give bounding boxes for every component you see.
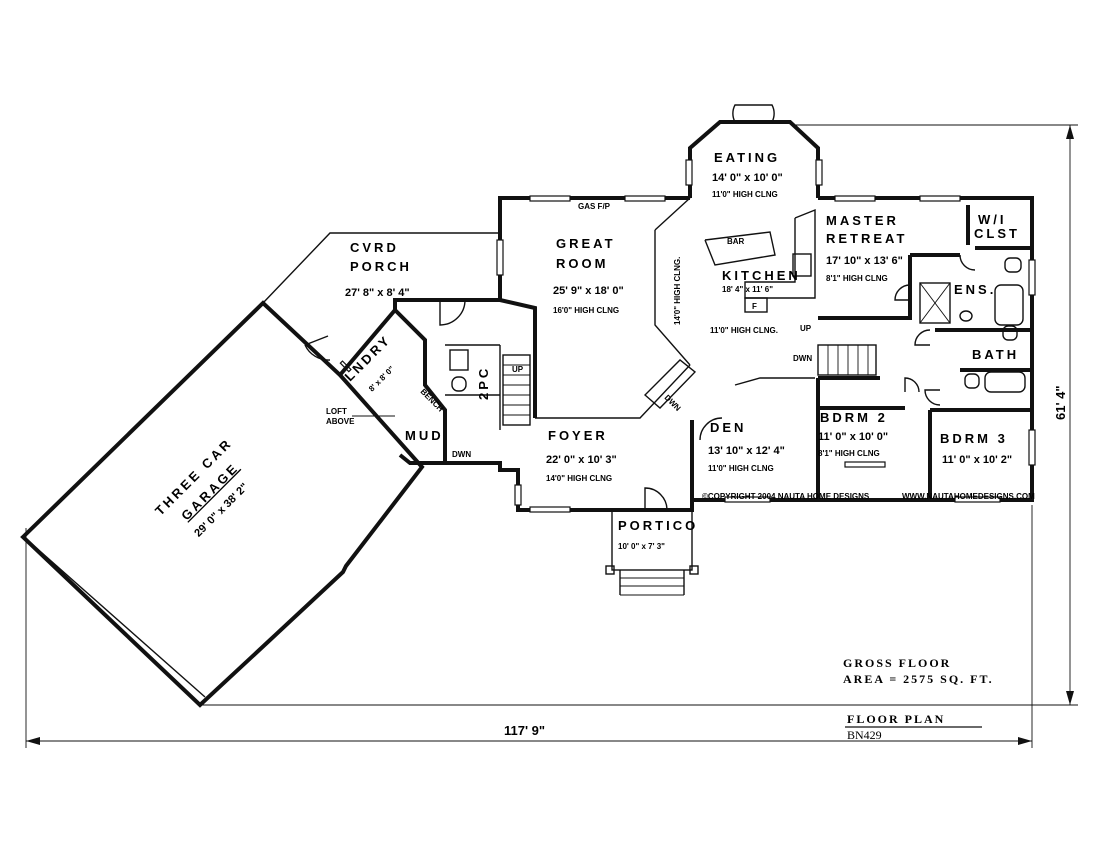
floor-plan-title: FLOOR PLAN [847, 712, 945, 726]
bar-label: BAR [727, 237, 745, 246]
bdrm2-ceiling: 8'1" HIGH CLNG [818, 449, 880, 458]
dimension-lines [25, 124, 1078, 748]
up-label-2: UP [512, 365, 524, 374]
overall-depth-dimension: 61' 4" [1053, 385, 1068, 420]
powder-room-label: 2PC [476, 366, 491, 400]
laundry-size: 8' x 8' 0" [367, 364, 396, 393]
bdrm2-size: 11' 0" x 10' 0" [818, 431, 888, 443]
mud-label: MUD [405, 428, 444, 443]
hall-stairs [817, 344, 877, 376]
copyright-text: ©COPYRIGHT 2004 NAUTA HOME DESIGNS [702, 492, 870, 501]
great-room-label-1: GREAT [556, 236, 616, 251]
overall-width-dimension: 117' 9" [504, 723, 545, 738]
wic-label-2: CLST [974, 226, 1020, 241]
gas-fireplace-label: GAS F/P [578, 202, 611, 211]
portico-size: 10' 0" x 7' 3" [618, 542, 665, 551]
porch-label-2: PORCH [350, 259, 412, 274]
house-walls [338, 104, 1034, 596]
kitchen-label: KITCHEN [722, 268, 801, 283]
den-size: 13' 10" x 12' 4" [708, 445, 785, 457]
loft-label-1: LOFT [326, 407, 347, 416]
down-label-3: DWN [452, 450, 471, 459]
master-size: 17' 10" x 13' 6" [826, 255, 903, 267]
portico-label: PORTICO [618, 518, 698, 533]
great-room-label-2: ROOM [556, 256, 608, 271]
eating-size: 14' 0" x 10' 0" [712, 172, 783, 184]
eating-ceiling: 11'0" HIGH CLNG [712, 190, 778, 199]
great-room-size: 25' 9" x 18' 0" [553, 285, 624, 297]
wic-label-1: W/I [978, 212, 1007, 227]
master-label-2: RETREAT [826, 231, 907, 246]
master-ceiling: 8'1" HIGH CLNG [826, 274, 888, 283]
great-room-ceiling: 16'0" HIGH CLNG [553, 306, 619, 315]
bdrm3-label: BDRM 3 [940, 431, 1008, 446]
fridge-label: F [752, 302, 757, 311]
bath-label: BATH [972, 347, 1019, 362]
den-label: DEN [710, 420, 746, 435]
bdrm3-size: 11' 0" x 10' 2" [942, 454, 1012, 466]
foyer-label: FOYER [548, 428, 608, 443]
website-text: WWW.NAUTAHOMEDESIGNS.COM [902, 492, 1035, 501]
hall-ceiling-vertical: 14'0" HIGH CLNG. [673, 257, 682, 325]
kitchen-size: 18' 4" x 11' 6" [722, 285, 773, 294]
foyer-size: 22' 0" x 10' 3" [546, 454, 617, 466]
loft-label-2: ABOVE [326, 417, 355, 426]
eating-label: EATING [714, 150, 780, 165]
gross-floor-label: GROSS FLOOR [843, 656, 951, 670]
windows [496, 159, 1036, 513]
porch-label-1: CVRD [350, 240, 399, 255]
down-label-1: DWN [793, 354, 812, 363]
bdrm2-label: BDRM 2 [820, 410, 888, 425]
gross-floor-area: AREA = 2575 SQ. FT. [843, 672, 994, 686]
garage-label-group: THREE CAR GARAGE 29' 0" x 38' 2" [152, 435, 251, 540]
master-label-1: MASTER [826, 213, 899, 228]
hall-ceiling: 11'0" HIGH CLNG. [710, 326, 778, 335]
ensuite-label: ENS. [954, 282, 996, 297]
porch-size: 27' 8" x 8' 4" [345, 287, 410, 299]
portico-steps [605, 509, 699, 596]
up-label-1: UP [800, 324, 812, 333]
plan-code: BN429 [847, 728, 882, 742]
foyer-stairs [502, 354, 531, 426]
foyer-ceiling: 14'0" HIGH CLNG [546, 474, 612, 483]
den-ceiling: 11'0" HIGH CLNG [708, 464, 774, 473]
